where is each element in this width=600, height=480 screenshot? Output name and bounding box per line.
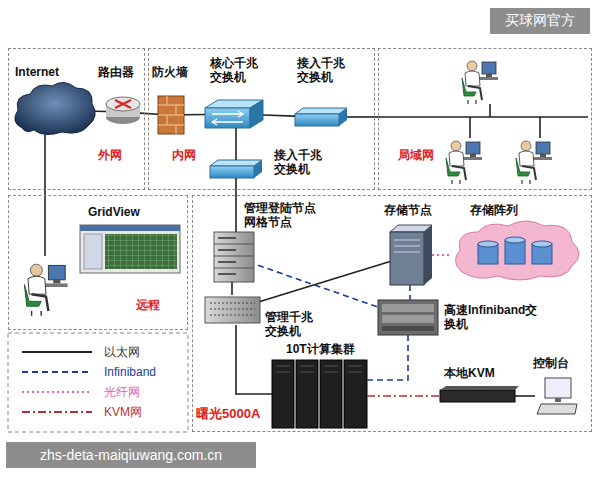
- node-label: 存储阵列: [470, 203, 540, 217]
- node-label: 存储节点: [384, 203, 444, 217]
- region-label: 曙光5000A: [196, 407, 276, 421]
- node-label: 接入千兆交换机: [297, 56, 353, 84]
- router: 路由器: [106, 97, 140, 127]
- console: 控制台: [535, 378, 577, 414]
- legend-line-sample: [22, 351, 92, 353]
- connector: [44, 135, 46, 195]
- node-label: 路由器: [98, 65, 148, 79]
- management-switch: 管理千兆交换机: [205, 295, 260, 325]
- connector: [235, 128, 237, 160]
- access-switch: 接入千兆交换机: [295, 108, 347, 126]
- node-label: Internet: [15, 65, 85, 79]
- server-node: 管理登陆节点 网格节点: [210, 232, 258, 282]
- connector: [263, 115, 295, 116]
- legend-line-sample: [22, 411, 92, 413]
- legend-text: 以太网: [104, 345, 140, 359]
- storage-array: 存储阵列: [452, 225, 582, 280]
- connector: [258, 265, 378, 307]
- watermark: 买球网官方: [490, 8, 590, 34]
- firewall: 防火墙: [158, 96, 184, 134]
- legend-text: 光纤网: [104, 385, 140, 399]
- node-label: 管理登陆节点 网格节点: [244, 201, 324, 229]
- legend-line-sample: [22, 391, 92, 393]
- node-label: GridView: [88, 205, 168, 219]
- connector: [140, 113, 158, 114]
- node-label: 本地KVM: [444, 366, 514, 380]
- network-region: 内网防火墙核心千兆交换机接入千兆交换机接入千兆交换机: [148, 48, 375, 190]
- legend-text: KVM网: [104, 405, 142, 419]
- network-region: 远程 GridView: [8, 195, 188, 330]
- network-region: 外网Internet路由器: [8, 48, 145, 190]
- core-switch: 核心千兆交换机: [205, 100, 263, 128]
- connector: [432, 254, 452, 256]
- watermark: zhs-deta-maiqiuwang.com.cn: [6, 442, 256, 468]
- node-label: 10T计算集群: [286, 342, 376, 356]
- node-label: 防火墙: [152, 65, 202, 79]
- connector: [260, 262, 390, 302]
- connector: [95, 110, 106, 112]
- connector: [367, 395, 440, 397]
- compute-cluster: 10T计算集群: [272, 360, 367, 428]
- network-region: 局域网: [378, 48, 592, 190]
- region-label: 外网: [98, 148, 138, 162]
- node-label: 管理千兆交换机: [265, 310, 321, 338]
- infiniband-switch: 高速Infiniband交换机: [378, 300, 438, 335]
- storage-node: 存储节点: [390, 225, 432, 285]
- node-label: 控制台: [533, 356, 583, 370]
- connector: [347, 116, 378, 118]
- legend-text: Infiniband: [104, 365, 156, 379]
- access-switch: 接入千兆交换机: [210, 160, 262, 178]
- connector: [515, 395, 535, 397]
- node-label: 核心千兆交换机: [210, 56, 266, 84]
- node-label: 接入千兆交换机: [274, 148, 330, 176]
- legend-line-sample: [22, 371, 92, 373]
- node-label: 高速Infiniband交换机: [444, 303, 544, 331]
- region-label: 内网: [172, 148, 212, 162]
- internet-cloud: Internet: [15, 85, 95, 135]
- cluster-region: 曙光5000A管理登陆节点 网格节点存储节点存储阵列管理千兆交换机高速Infin…: [192, 195, 592, 432]
- connector: [184, 114, 205, 116]
- region-label: 局域网: [398, 148, 448, 162]
- gridview-screen: GridView: [80, 225, 180, 273]
- connector: [231, 282, 233, 295]
- region-label: 远程: [136, 298, 176, 312]
- connector: [409, 285, 411, 300]
- connector: [367, 335, 408, 380]
- kvm-switch: 本地KVM: [440, 388, 515, 404]
- connector: [235, 178, 237, 232]
